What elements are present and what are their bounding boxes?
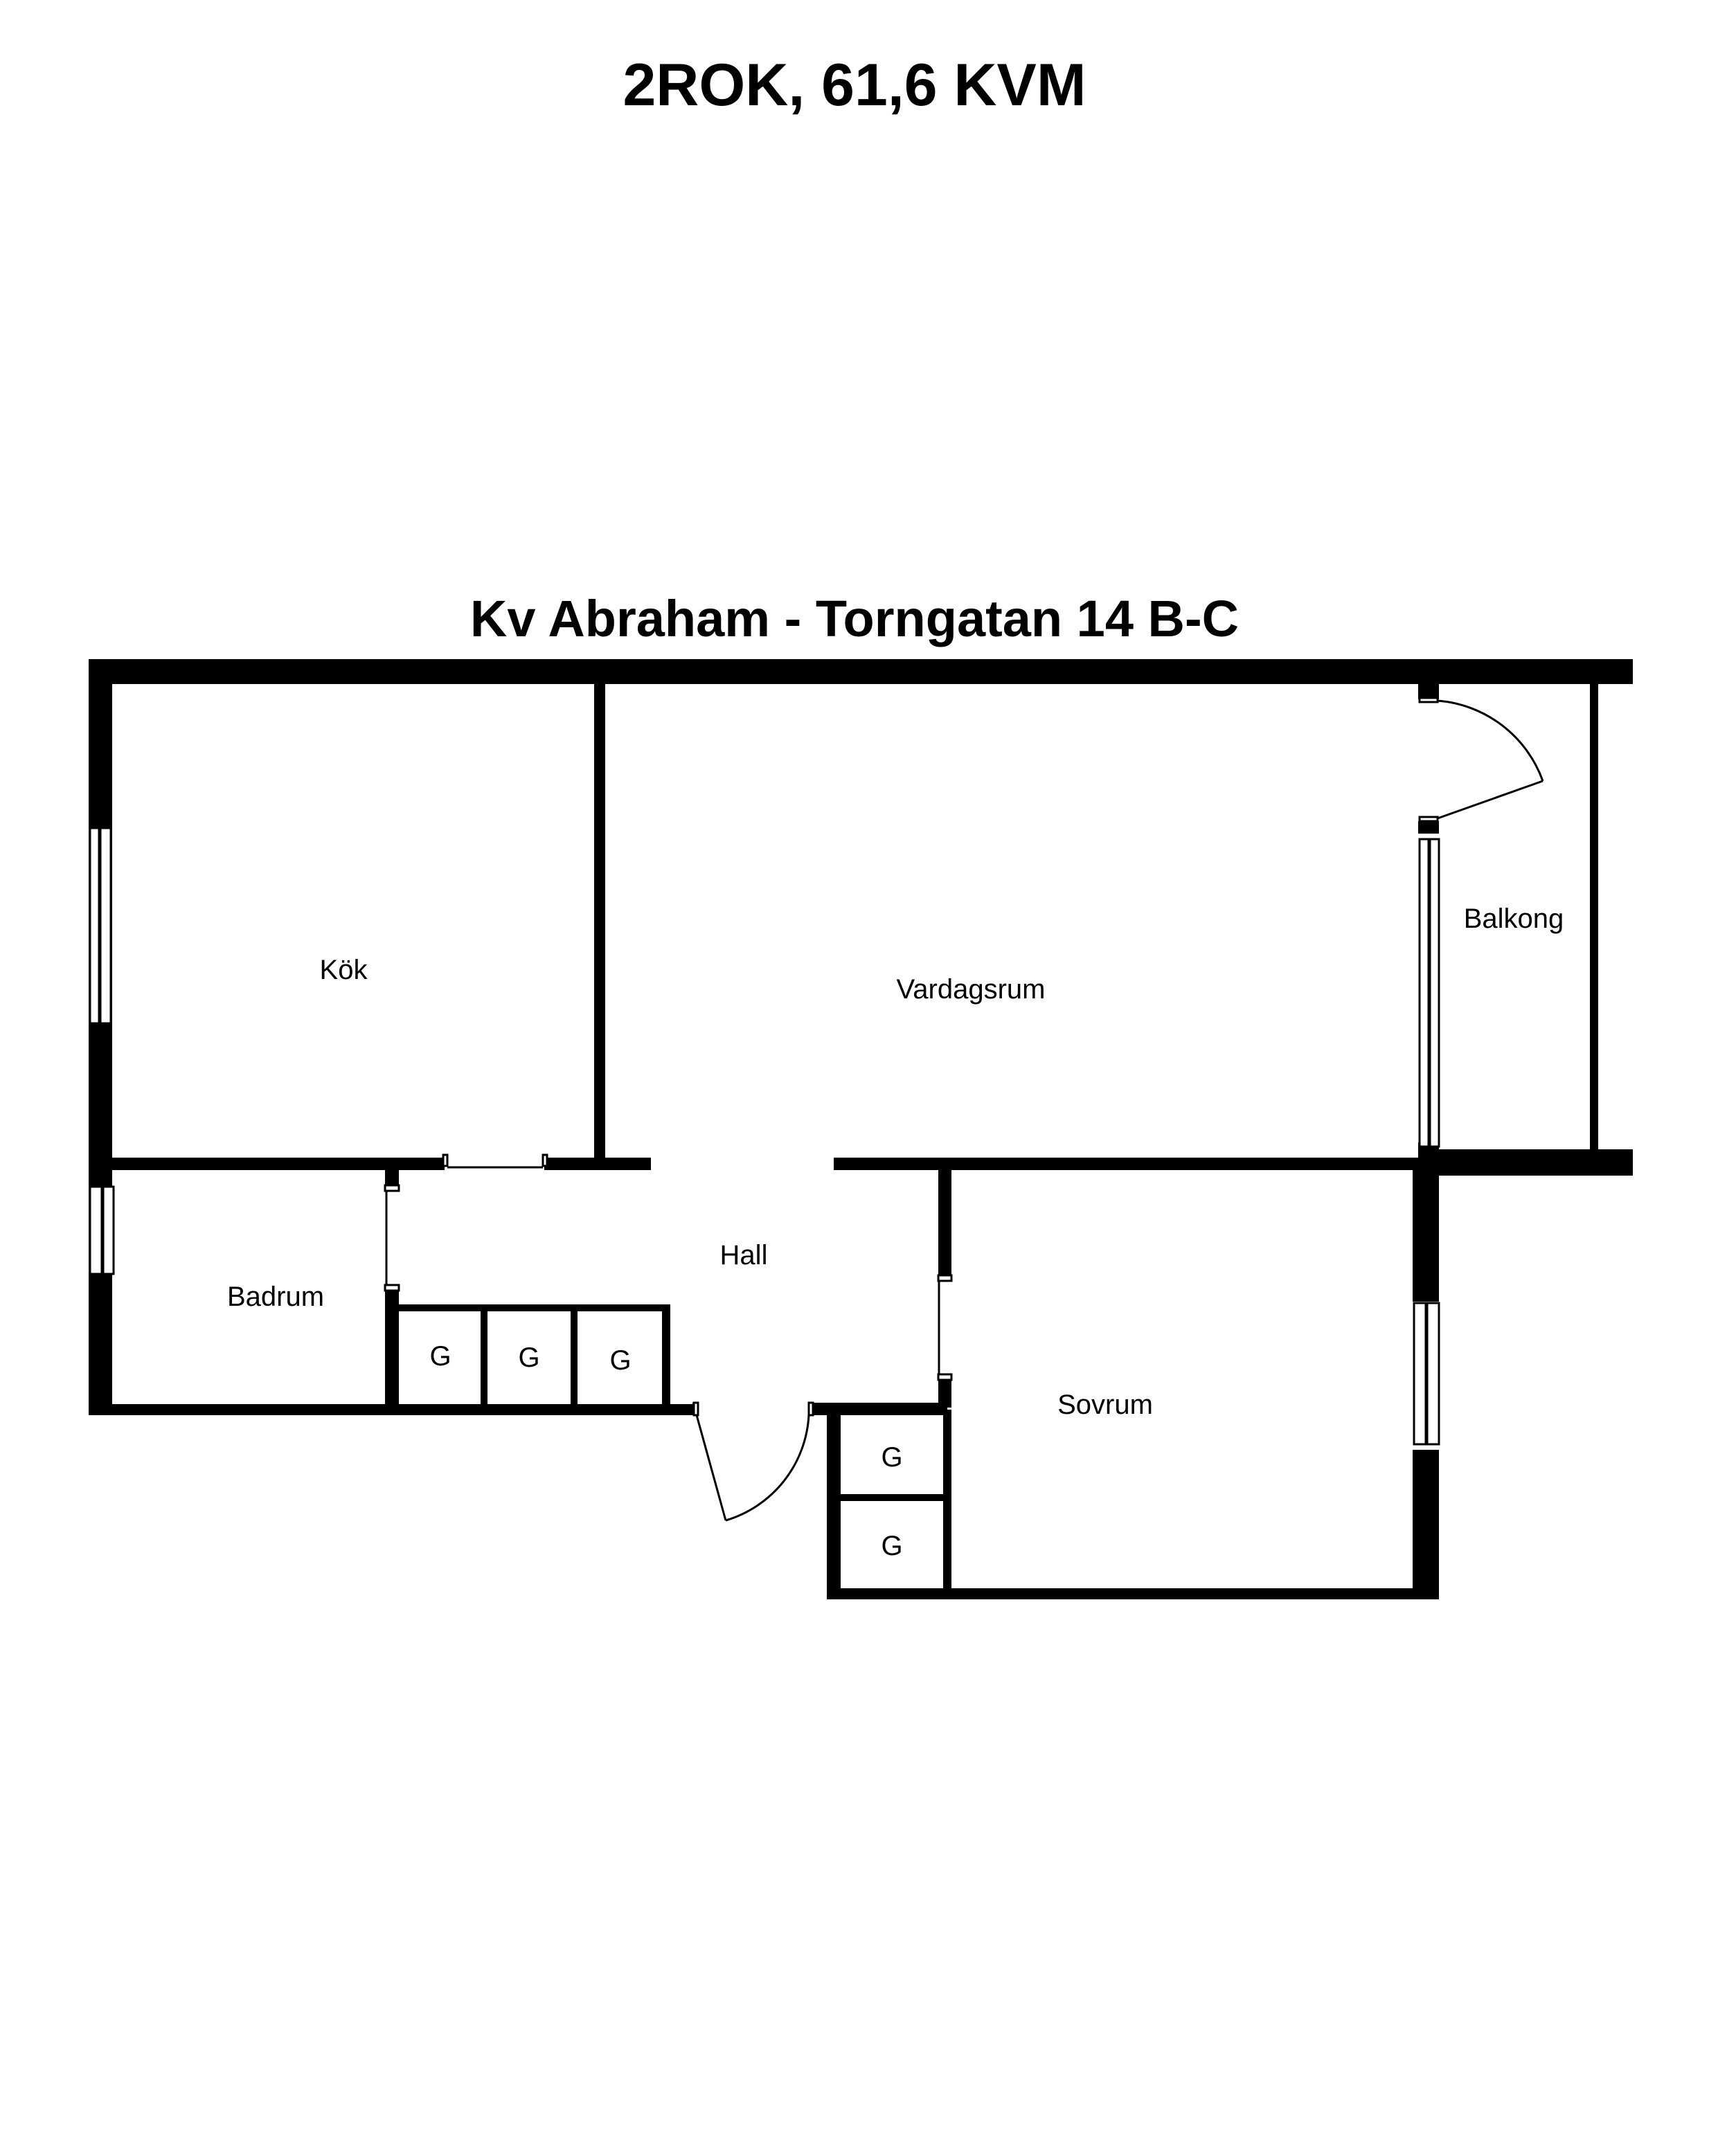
room-label-bathroom: Badrum <box>227 1282 324 1312</box>
room-label-balcony: Balkong <box>1464 904 1564 934</box>
closet-label: G <box>881 1442 902 1473</box>
property-address: Kv Abraham - Torngatan 14 B-C <box>469 590 1240 647</box>
entry-closets <box>827 1410 951 1599</box>
closet-label: G <box>609 1345 631 1376</box>
closet-label: G <box>881 1531 902 1561</box>
closet-label: G <box>429 1341 451 1372</box>
outer-walls <box>89 659 1633 1599</box>
bedroom-window <box>1413 1302 1440 1446</box>
windows <box>89 827 1440 1446</box>
bathroom-window <box>89 1185 115 1275</box>
room-label-hall: Hall <box>720 1240 768 1270</box>
room-label-kitchen: Kök <box>320 955 368 985</box>
page-title: 2ROK, 61,6 KVM <box>623 52 1086 118</box>
interior-walls <box>112 684 1418 1415</box>
living-room-window <box>1418 838 1440 1148</box>
room-label-living-room: Vardagsrum <box>897 974 1046 1005</box>
entry-door[interactable] <box>692 1401 947 1522</box>
balcony-door[interactable] <box>1418 697 1544 823</box>
room-label-bedroom: Sovrum <box>1057 1390 1153 1420</box>
hall-closets <box>399 1304 670 1407</box>
kitchen-window <box>89 827 112 1025</box>
closet-label: G <box>518 1342 539 1373</box>
